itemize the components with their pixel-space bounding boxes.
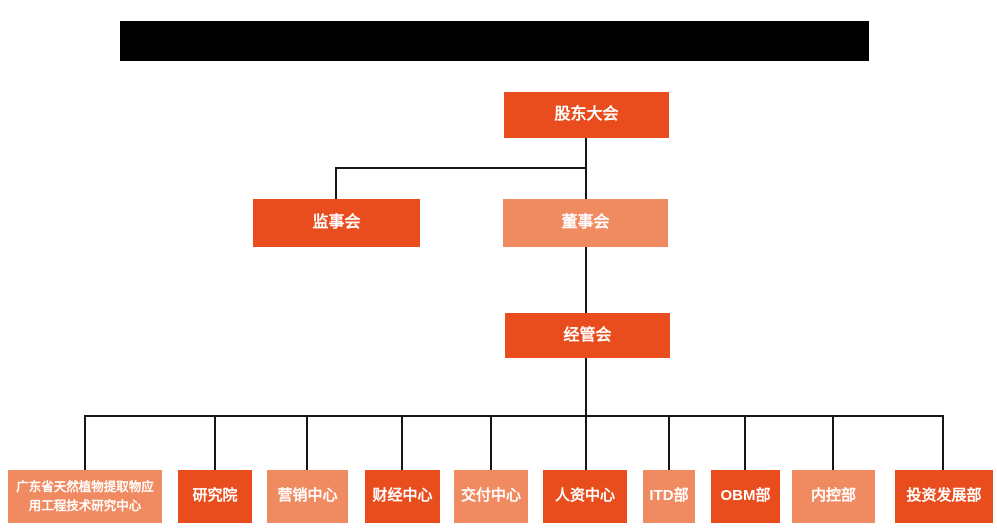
org-node-guangdong-research-center: 广东省天然植物提取物应 用工程技术研究中心 [8, 470, 162, 523]
connector-drop-finance-center [401, 415, 403, 470]
connector-drop-marketing-center [306, 415, 308, 470]
org-node-investment-development-department: 投资发展部 [895, 470, 993, 523]
org-node-finance-center: 财经中心 [365, 470, 440, 523]
org-node-board-of-directors: 董事会 [503, 199, 668, 247]
connector-board-to-management [585, 247, 587, 313]
connector-level4-horizontal [84, 415, 944, 417]
connector-drop-delivery-center [490, 415, 492, 470]
connector-drop-obm-department [744, 415, 746, 470]
connector-management-to-departments [585, 357, 587, 470]
connector-drop-supervisory-board [335, 167, 337, 200]
org-node-obm-department: OBM部 [711, 470, 780, 523]
connector-level2-horizontal [335, 167, 587, 169]
connector-shareholders-to-board [585, 138, 587, 200]
org-node-itd-department: ITD部 [643, 470, 695, 523]
redacted-title-bar [120, 21, 869, 61]
org-node-research-institute: 研究院 [178, 470, 252, 523]
org-node-hr-center: 人资中心 [543, 470, 627, 523]
org-node-internal-control-department: 内控部 [792, 470, 875, 523]
connector-drop-itd-department [668, 415, 670, 470]
org-node-management-committee: 经管会 [505, 313, 670, 358]
org-node-delivery-center: 交付中心 [454, 470, 528, 523]
connector-drop-research-center [84, 415, 86, 470]
org-node-supervisory-board: 监事会 [253, 199, 420, 247]
connector-drop-investment-development [942, 415, 944, 470]
org-node-shareholders-meeting: 股东大会 [504, 92, 669, 138]
org-node-marketing-center: 营销中心 [267, 470, 348, 523]
connector-drop-research-institute [214, 415, 216, 470]
connector-drop-internal-control [832, 415, 834, 470]
